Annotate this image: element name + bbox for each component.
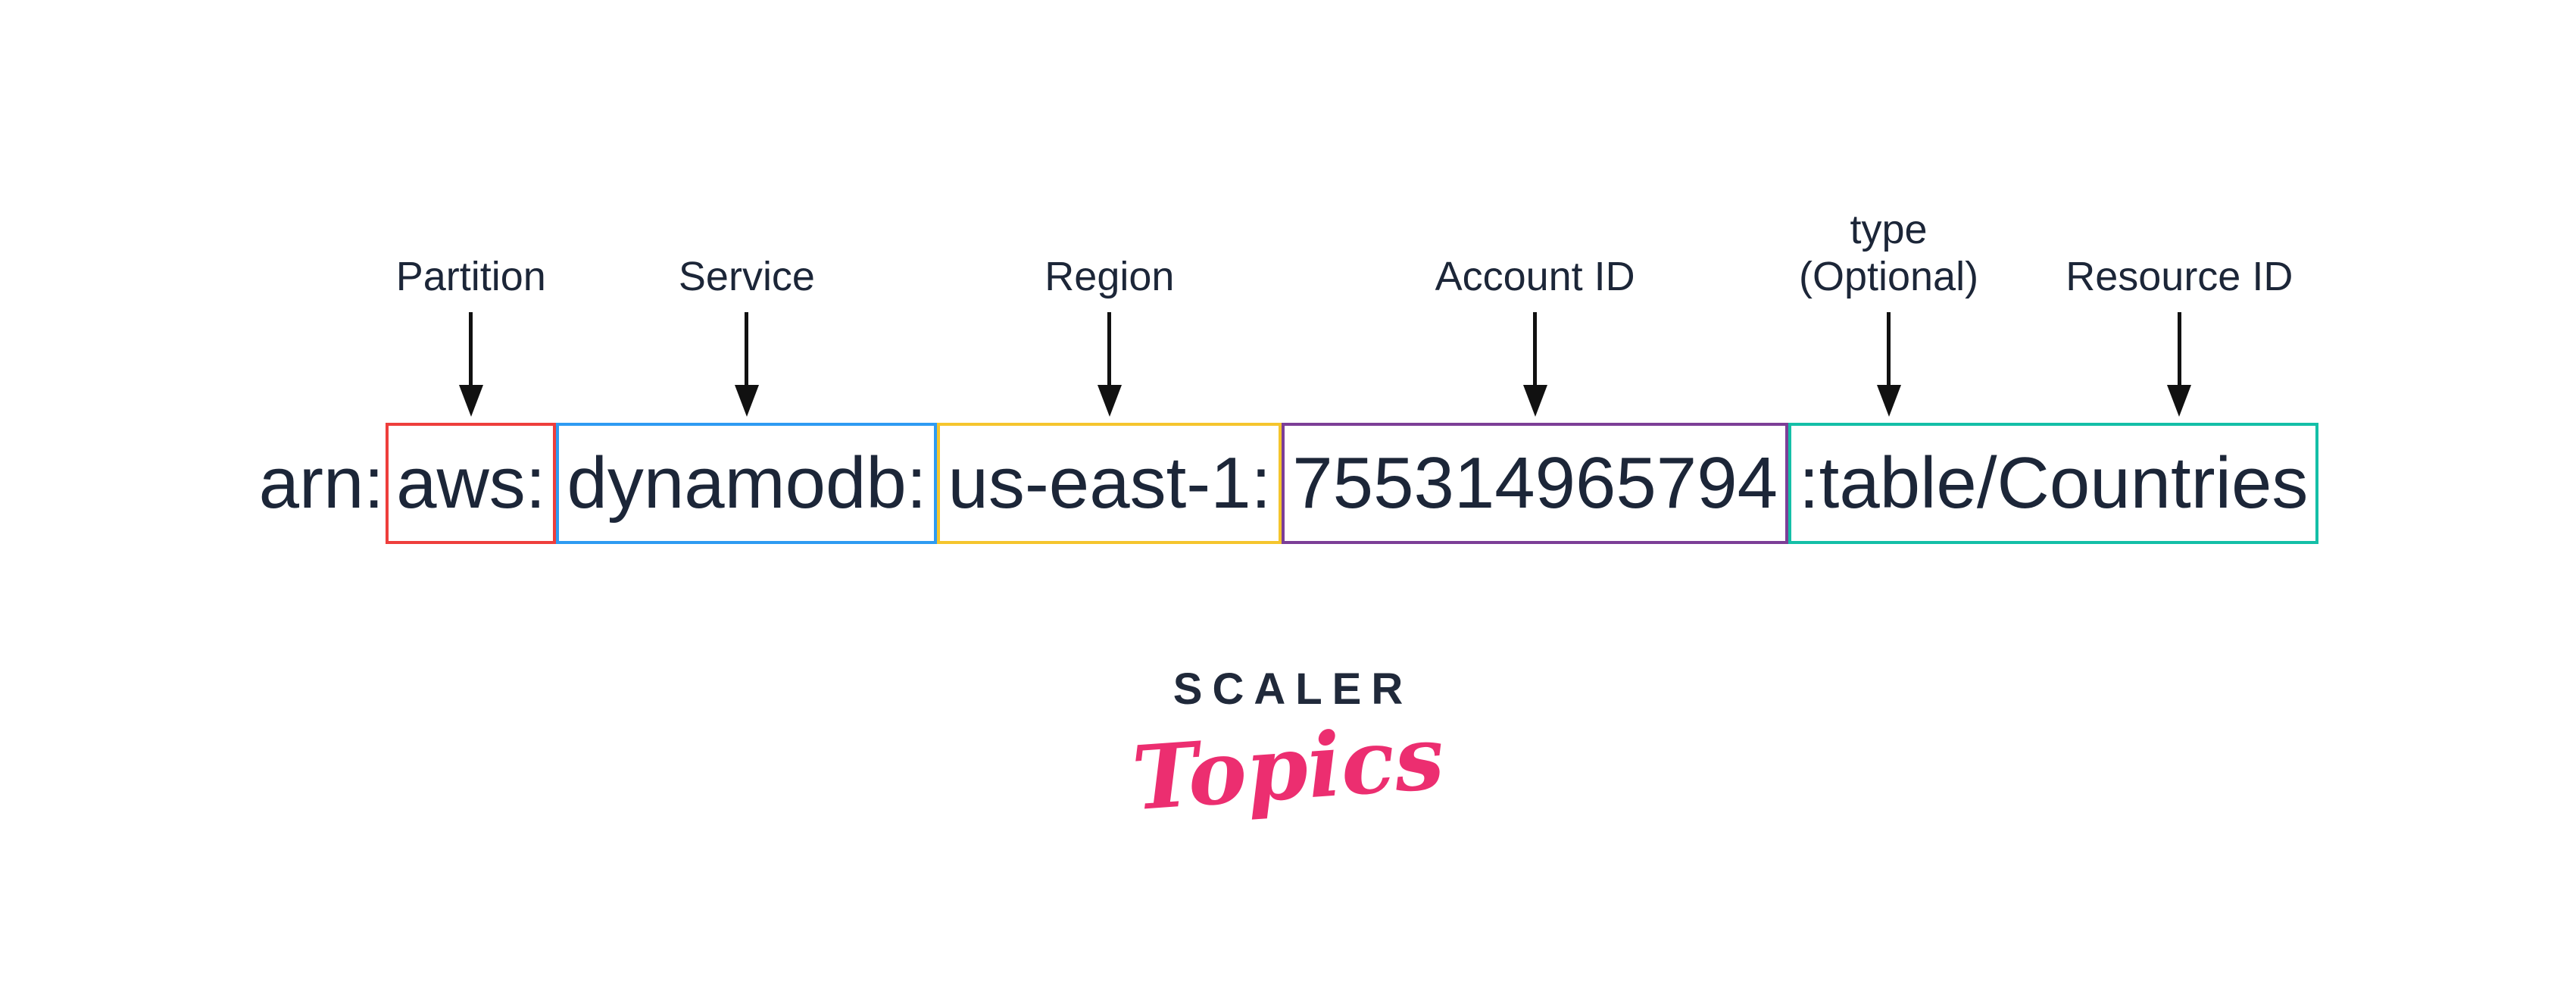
segment-account-id: Account ID 755314965794 — [1282, 253, 1788, 544]
resource-labels-row: type (Optional) Resource ID — [1788, 206, 2318, 423]
service-label: Service — [678, 254, 815, 299]
down-arrow-icon — [1522, 312, 1547, 417]
arrow-head — [734, 385, 759, 417]
service-value: dynamodb: — [567, 442, 927, 524]
partition-box: aws: — [386, 423, 557, 544]
resource-id-label: Resource ID — [2065, 254, 2293, 299]
down-arrow-icon — [458, 312, 483, 417]
arrow-line — [469, 312, 473, 385]
segment-resource: type (Optional) Resource ID — [1788, 206, 2319, 544]
arn-prefix-text: arn: — [258, 423, 386, 544]
service-box: dynamodb: — [556, 423, 938, 544]
type-label-line1: type — [1850, 207, 1928, 252]
arrow-line — [745, 312, 749, 385]
partition-label: Partition — [395, 254, 546, 299]
segment-service: Service dynamodb: — [556, 253, 938, 544]
logo-topics-text: Topics — [1129, 705, 1447, 831]
account-id-value: 755314965794 — [1292, 442, 1778, 524]
arrow-head — [458, 385, 483, 417]
arrow-head — [1097, 385, 1122, 417]
account-id-box: 755314965794 — [1282, 423, 1788, 544]
type-optional-label: type (Optional) — [1799, 206, 1978, 300]
arn-diagram: arn: Partition aws: Service dynamodb: — [258, 206, 2319, 544]
partition-value: aws: — [396, 442, 546, 524]
resource-id-arrow-group: Resource ID — [2065, 253, 2293, 423]
down-arrow-icon — [2167, 312, 2192, 417]
arrow-line — [1107, 312, 1112, 385]
region-box: us-east-1: — [937, 423, 1282, 544]
arn-prefix-label: arn: — [258, 442, 385, 524]
scaler-topics-logo: SCALER Topics — [1129, 664, 1447, 830]
arrow-head — [1876, 385, 1901, 417]
region-value: us-east-1: — [948, 442, 1272, 524]
type-arrow-group: type (Optional) — [1799, 206, 1978, 423]
down-arrow-icon — [1097, 312, 1122, 417]
logo-scaler-text: SCALER — [1172, 664, 1413, 714]
resource-value: :table/Countries — [1798, 442, 2309, 524]
segment-region: Region us-east-1: — [937, 253, 1282, 544]
arrow-line — [1533, 312, 1538, 385]
down-arrow-icon — [734, 312, 759, 417]
down-arrow-icon — [1876, 312, 1901, 417]
segment-partition: Partition aws: — [386, 253, 557, 544]
type-label-line2: (Optional) — [1798, 254, 1979, 299]
arrow-line — [2177, 312, 2181, 385]
segment-arn-prefix: arn: — [258, 423, 386, 544]
region-label: Region — [1044, 254, 1175, 299]
account-id-label: Account ID — [1435, 254, 1635, 299]
arrow-line — [1887, 312, 1891, 385]
arrow-head — [2167, 385, 2192, 417]
arrow-head — [1522, 385, 1547, 417]
resource-box: :table/Countries — [1788, 423, 2319, 544]
